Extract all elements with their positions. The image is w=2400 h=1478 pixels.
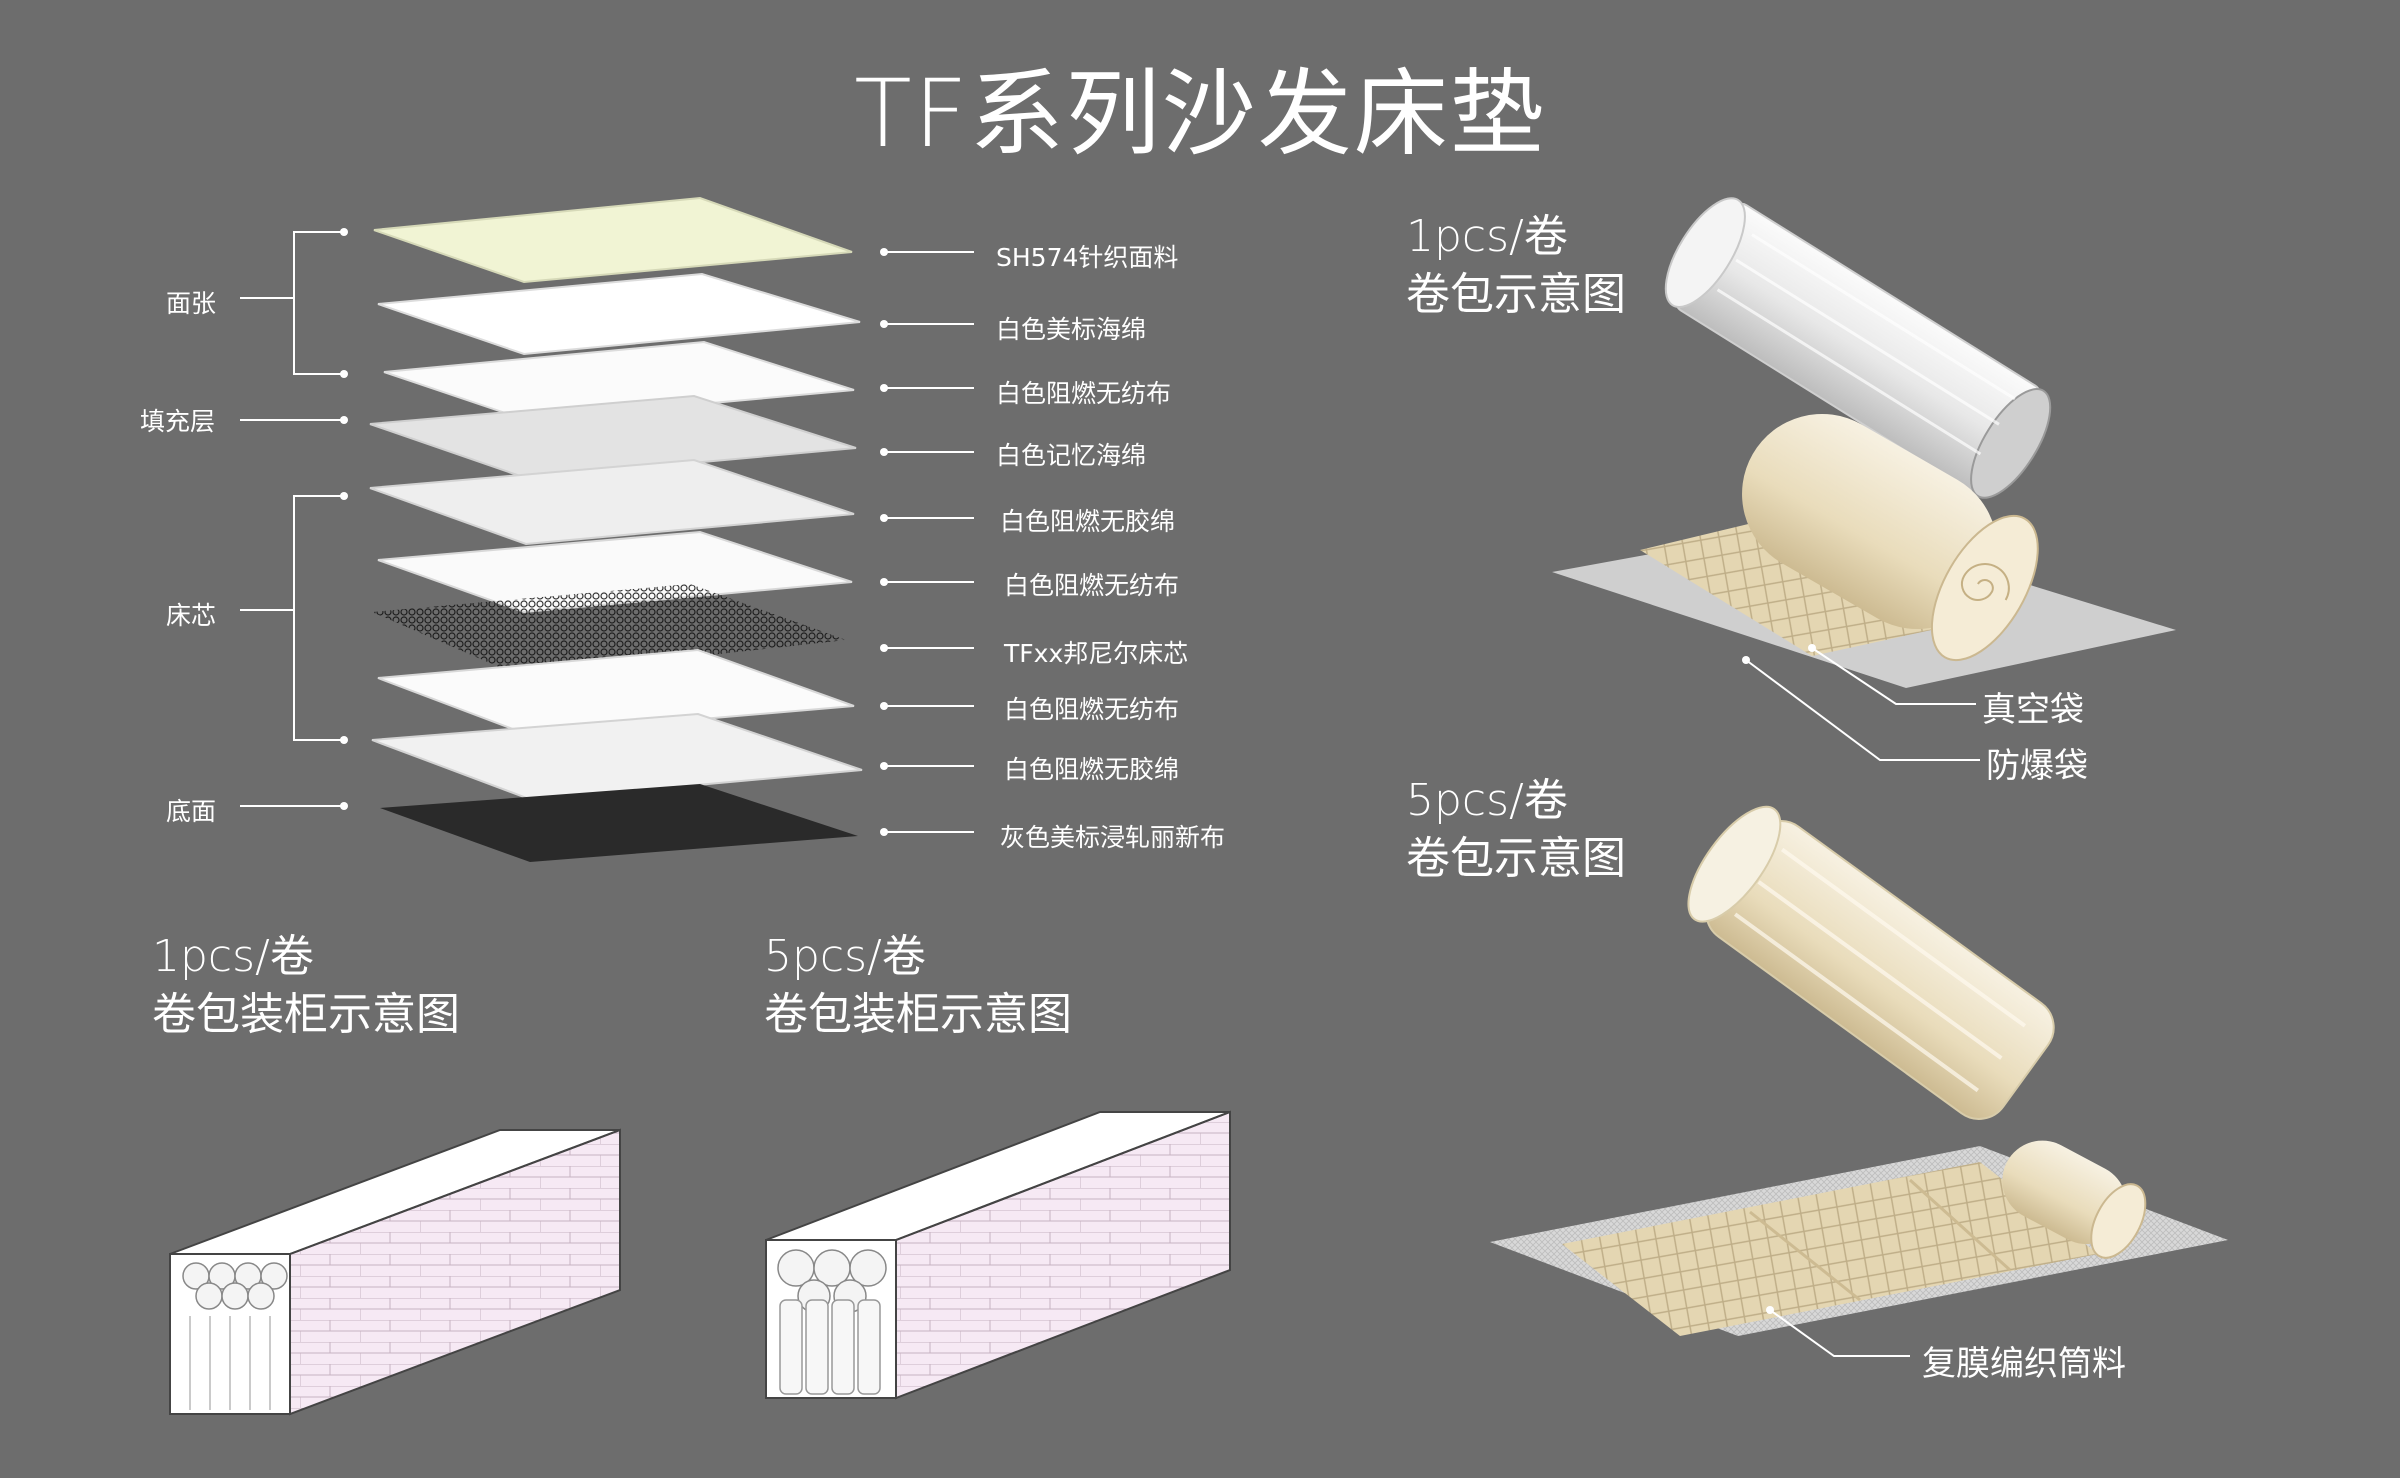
layer-label: 白色阻燃无纺布	[996, 379, 1172, 408]
group-label-core: 床芯	[166, 601, 217, 630]
callout-vacuum-bag: 真空袋	[1982, 690, 2084, 730]
layer-nonwoven-3	[377, 648, 855, 736]
multi-roll-image	[1687, 805, 2055, 1120]
caption-line: 卷包装柜示意图	[764, 989, 1072, 1040]
layer-nonwoven-2	[377, 530, 853, 614]
layer-label: 白色记忆海绵	[996, 441, 1147, 470]
woven-tube-diagram	[1490, 1140, 2228, 1336]
layer-label: SH574针织面料	[996, 243, 1179, 272]
caption-line: 卷包示意图	[1406, 269, 1626, 320]
caption-line: 卷包装柜示意图	[152, 989, 460, 1040]
container-1pcs-image	[169, 1128, 621, 1416]
caption-line: 卷包示意图	[1406, 833, 1626, 884]
single-roll-image	[1664, 197, 2052, 499]
group-label-bottom: 底面	[166, 797, 217, 826]
group-label-face: 面张	[166, 289, 217, 318]
layer-label: 白色阻燃无纺布	[1004, 571, 1180, 600]
layer-foam	[377, 272, 861, 356]
layer-label: 灰色美标浸轧丽新布	[1000, 823, 1226, 852]
caption-roll-5pcs: 5pcs/卷 卷包示意图	[1406, 772, 1626, 888]
layer-bonnell-core	[372, 584, 846, 676]
group-brackets	[240, 231, 344, 807]
caption-cabinet-5pcs: 5pcs/卷 卷包装柜示意图	[764, 928, 1072, 1044]
layer-label: 白色阻燃无胶绵	[1004, 755, 1180, 784]
layer-leaders	[884, 251, 974, 833]
caption-cabinet-1pcs: 1pcs/卷 卷包装柜示意图	[152, 928, 460, 1044]
layer-memory-foam	[369, 394, 857, 480]
container-5pcs-image	[765, 1110, 1231, 1400]
page-title: TF系列沙发床垫	[854, 60, 1546, 169]
layer-knit-fabric	[373, 196, 853, 284]
caption-line: 5pcs/卷	[764, 931, 926, 982]
callout-woven-tube: 复膜编织筒料	[1922, 1344, 2126, 1384]
unroll-diagram	[1552, 414, 2176, 688]
layer-label: 白色美标海绵	[996, 315, 1147, 344]
layer-label: 白色阻燃无纺布	[1004, 695, 1180, 724]
group-label-fill: 填充层	[140, 407, 216, 436]
layer-stack	[369, 196, 863, 862]
layer-nonwoven-1	[383, 340, 855, 422]
layer-bottom-fabric	[380, 784, 858, 862]
layer-nofoam-1	[369, 458, 855, 546]
caption-line: 5pcs/卷	[1406, 775, 1568, 826]
caption-line: 1pcs/卷	[1406, 211, 1568, 262]
woven-leader	[1769, 1309, 1910, 1357]
caption-roll-1pcs: 1pcs/卷 卷包示意图	[1406, 208, 1626, 324]
caption-line: 1pcs/卷	[152, 931, 314, 982]
layer-nofoam-2	[371, 712, 863, 802]
callout-explosion-bag: 防爆袋	[1986, 746, 2088, 786]
layer-label: 白色阻燃无胶绵	[1000, 507, 1176, 536]
bag-leaders	[1745, 647, 1980, 761]
layer-label: TFxx邦尼尔床芯	[1004, 639, 1189, 668]
